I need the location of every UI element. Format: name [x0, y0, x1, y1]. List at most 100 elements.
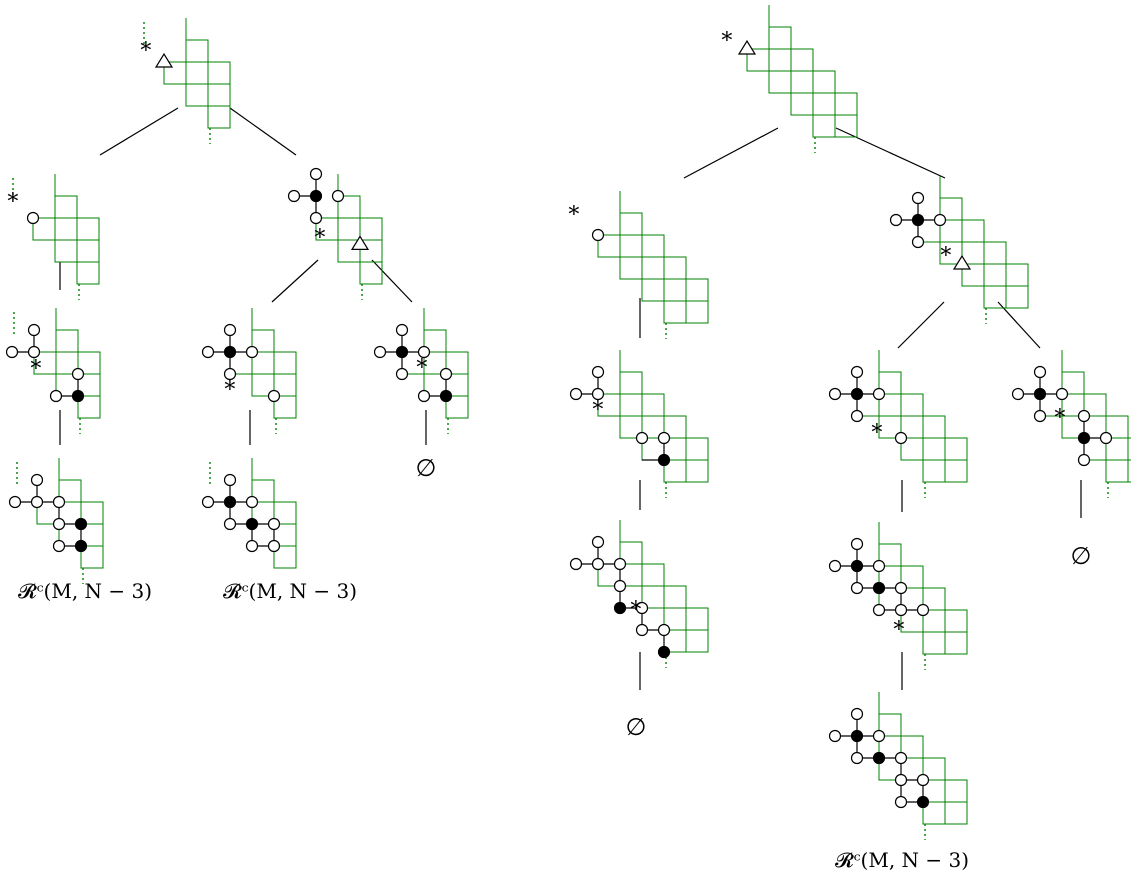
grid-cell	[619, 212, 643, 236]
open-circle	[417, 389, 431, 403]
tableau-node: ∗	[1011, 350, 1131, 498]
star-marker: ∗	[629, 593, 644, 618]
grid-cell	[944, 459, 968, 483]
open-circle	[635, 601, 649, 615]
open-circle	[569, 557, 583, 571]
open-circle	[916, 603, 930, 617]
grid-cell	[273, 351, 297, 375]
grid-cell	[55, 329, 79, 353]
rc-label-right: 𝓡ᶜ(M, N − 3)	[835, 848, 969, 872]
grid-cell	[812, 70, 836, 94]
grid-cell	[207, 83, 231, 107]
grid-cell	[445, 395, 469, 419]
grid-cell	[663, 300, 687, 324]
open-circle	[850, 409, 864, 423]
grid-cell	[768, 48, 792, 72]
open-circle	[828, 559, 842, 573]
grid-cell	[207, 61, 231, 85]
filled-circle	[395, 345, 409, 359]
tableau-node: ∗	[828, 522, 968, 670]
filled-circle	[1033, 387, 1047, 401]
grid-cell	[685, 278, 709, 302]
grid-cell	[77, 395, 101, 419]
filled-circle	[657, 453, 671, 467]
grid-cell	[834, 92, 858, 116]
open-circle	[71, 367, 85, 381]
grid-cell	[685, 459, 709, 483]
tableau-node	[828, 692, 968, 840]
filled-circle	[850, 729, 864, 743]
grid-cell	[812, 114, 836, 138]
star-marker: ∗	[939, 239, 954, 264]
tableau-node	[8, 458, 104, 584]
tableau-node	[201, 458, 297, 569]
tableau-node: ∗	[201, 308, 297, 434]
triangle-marker	[154, 52, 174, 68]
open-circle	[850, 537, 864, 551]
grid-cell	[685, 437, 709, 461]
open-circle	[395, 367, 409, 381]
filled-circle	[245, 517, 259, 531]
open-circle	[395, 323, 409, 337]
open-circle	[591, 535, 605, 549]
open-circle	[52, 539, 66, 553]
grid-cell	[273, 395, 297, 419]
empty-set-1: ∅	[416, 454, 437, 482]
grid-cell	[619, 256, 643, 280]
tableau-node: ∗	[373, 308, 469, 434]
tableau-node: ∗	[5, 308, 101, 434]
open-circle	[872, 603, 886, 617]
grid-cell	[185, 39, 209, 63]
grid-cell	[1005, 263, 1029, 287]
star-marker: ∗	[591, 393, 606, 418]
open-circle	[373, 345, 387, 359]
open-circle	[439, 367, 453, 381]
filled-circle	[74, 539, 88, 553]
open-circle	[657, 623, 671, 637]
tree-edge	[997, 301, 1041, 349]
star-marker: ∗	[1053, 401, 1068, 426]
open-circle	[911, 235, 925, 249]
filled-circle	[657, 645, 671, 659]
open-circle	[613, 557, 627, 571]
open-circle	[26, 211, 40, 225]
grid-cell	[54, 217, 78, 241]
grid-cell	[812, 92, 836, 116]
grid-cell	[685, 607, 709, 631]
grid-cell	[185, 83, 209, 107]
open-circle	[201, 345, 215, 359]
grid-cell	[790, 48, 814, 72]
grid-cell	[80, 545, 104, 569]
open-circle	[894, 751, 908, 765]
filled-circle	[872, 751, 886, 765]
grid-cell	[207, 105, 231, 129]
grid-cell	[641, 563, 665, 587]
grid-cell	[359, 217, 383, 241]
open-circle	[245, 495, 259, 509]
filled-circle	[850, 559, 864, 573]
open-circle	[1011, 387, 1025, 401]
open-circle	[1077, 453, 1091, 467]
grid-cell	[900, 393, 924, 417]
open-circle	[417, 345, 431, 359]
tree-edge	[99, 107, 179, 156]
open-circle	[309, 167, 323, 181]
grid-cell	[185, 61, 209, 85]
open-circle	[223, 367, 237, 381]
grid-cell	[834, 114, 858, 138]
open-circle	[911, 191, 925, 205]
filled-circle	[309, 189, 323, 203]
open-circle	[1099, 431, 1113, 445]
open-circle	[894, 431, 908, 445]
tableau-node: ∗	[567, 191, 709, 339]
grid-cell	[76, 261, 100, 285]
open-circle	[52, 495, 66, 509]
grid-cell	[944, 437, 968, 461]
grid-cell	[685, 629, 709, 653]
grid-cell	[983, 241, 1007, 265]
grid-cell	[663, 256, 687, 280]
rc-label-left-2: 𝓡ᶜ(M, N − 3)	[223, 579, 357, 603]
open-circle	[828, 387, 842, 401]
open-circle	[872, 559, 886, 573]
open-circle	[27, 323, 41, 337]
